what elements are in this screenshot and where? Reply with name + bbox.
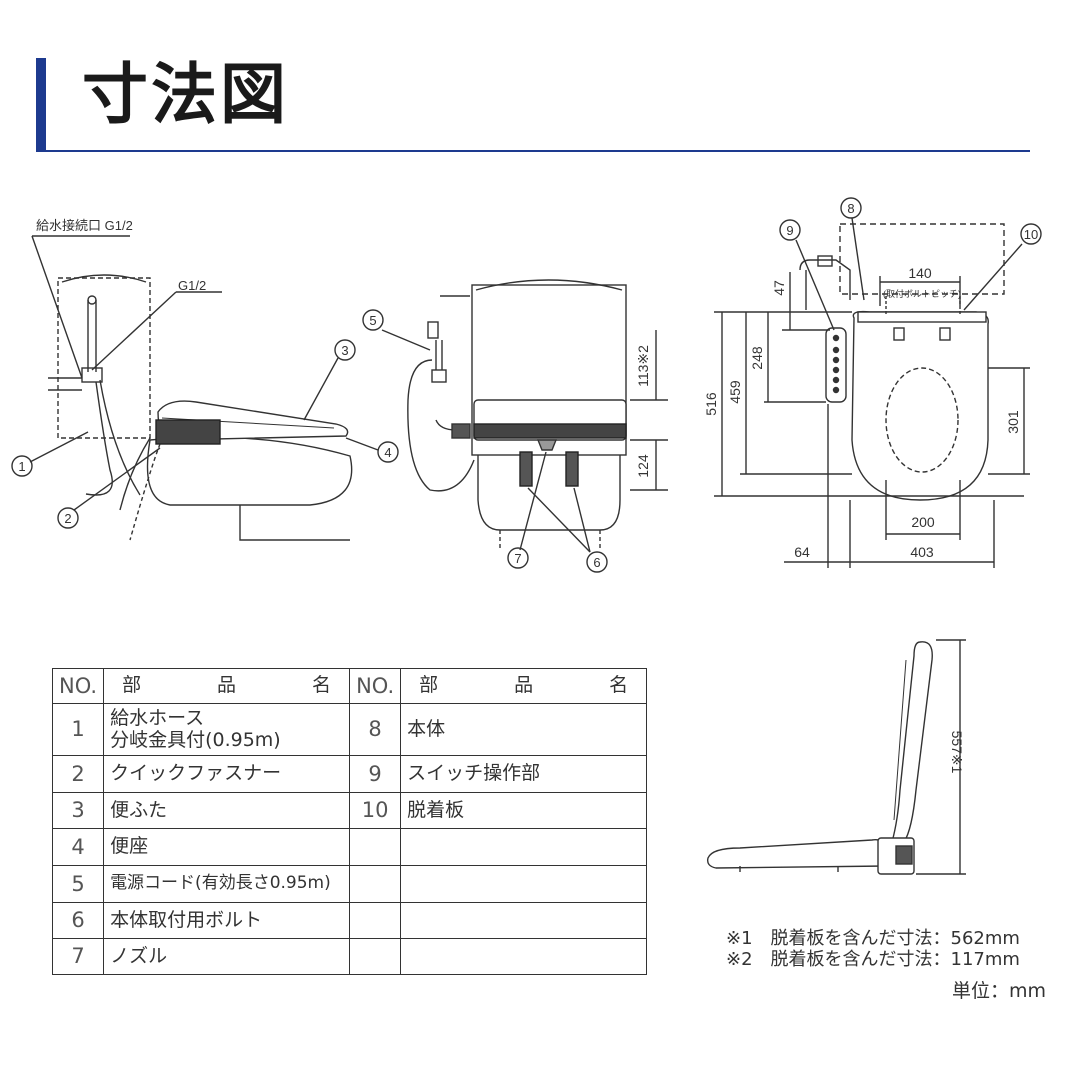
table-row: 2 クイックファスナー 9 スイッチ操作部 (51, 755, 648, 793)
callout-6: 6 (593, 555, 600, 570)
part-name: スイッチ操作部 (400, 755, 648, 793)
header-name-char: 品 (514, 674, 534, 697)
header-name: 部 品 名 (103, 668, 351, 704)
part-no: 6 (51, 902, 105, 939)
footnote-1: ※1 脱着板を含んだ寸法：562mm (726, 928, 1020, 949)
part-name-empty (400, 865, 648, 903)
footnote-2: ※2 脱着板を含んだ寸法：117mm (726, 949, 1020, 970)
dim-301: 301 (1005, 410, 1021, 434)
header-name-right: 部 品 名 (400, 668, 648, 704)
bolt-pitch-note: (取付ボルトピッチ) (883, 289, 961, 299)
dim-557: 557※1 (949, 731, 965, 774)
part-name: 電源コード(有効長さ0.95m) (103, 865, 351, 903)
side-view: 給水接続口 G1/2 G1/2 1 2 3 4 (11, 218, 399, 541)
part-name: 便座 (103, 828, 351, 866)
dim-140: 140 (908, 265, 932, 281)
part-name: クイックファスナー (103, 755, 351, 793)
part-name: 本体取付用ボルト (103, 902, 351, 939)
table-row: 5 電源コード(有効長さ0.95m) (51, 865, 648, 903)
part-no: 4 (51, 828, 105, 866)
header-name-char: 部 (122, 674, 142, 697)
part-name-line1: 給水ホース (110, 706, 205, 729)
part-no: 10 (349, 792, 402, 829)
part-no-empty (349, 938, 402, 975)
part-name-empty (400, 902, 648, 939)
title-accent-bar (36, 58, 46, 150)
dim-113: 113※2 (635, 345, 651, 387)
callout-5: 5 (369, 313, 376, 328)
table-header: NO. 部 品 名 NO. 部 品 名 (51, 668, 648, 704)
part-name: 本体 (400, 703, 648, 756)
lid-open-view: 557※1 (706, 639, 966, 875)
dim-516: 516 (703, 392, 719, 416)
water-inlet-label: 給水接続口 G1/2 (36, 218, 133, 233)
unit-label: 単位：mm (952, 980, 1047, 1002)
title-underline (36, 150, 1030, 152)
part-name: ノズル (103, 938, 351, 975)
dim-64: 64 (794, 544, 810, 560)
callout-1: 1 (18, 459, 25, 474)
part-name-empty (400, 938, 648, 975)
dim-124: 124 (635, 454, 651, 478)
part-no-empty (349, 902, 402, 939)
callout-7: 7 (514, 551, 521, 566)
part-no: 3 (51, 792, 105, 829)
dim-200: 200 (911, 514, 935, 530)
callout-3: 3 (341, 343, 348, 358)
dim-248: 248 (749, 346, 765, 370)
parts-table: NO. 部 品 名 NO. 部 品 名 1 給水ホース 分岐金具付(0.95m)… (51, 668, 648, 975)
top-view: 9 8 10 140 (取付ボルトピッチ) 47 248 459 516 301… (703, 197, 1042, 568)
dim-403: 403 (910, 544, 934, 560)
callout-8: 8 (847, 201, 854, 216)
branch-label: G1/2 (178, 278, 206, 293)
part-name: 脱着板 (400, 792, 648, 829)
footnotes: ※1 脱着板を含んだ寸法：562mm ※2 脱着板を含んだ寸法：117mm (726, 928, 1020, 970)
dim-459: 459 (727, 380, 743, 404)
table-row: 6 本体取付用ボルト (51, 902, 648, 939)
header-name-char: 名 (609, 674, 629, 697)
part-no-empty (349, 865, 402, 903)
part-name: 給水ホース 分岐金具付(0.95m) (103, 703, 351, 756)
table-row: 7 ノズル (51, 938, 648, 975)
callout-2: 2 (64, 511, 71, 526)
table-row: 3 便ふた 10 脱着板 (51, 792, 648, 829)
callout-9: 9 (786, 223, 793, 238)
table-row: 4 便座 (51, 828, 648, 866)
dim-47: 47 (771, 280, 787, 296)
part-no-empty (349, 828, 402, 866)
part-no: 7 (51, 938, 105, 975)
callout-4: 4 (384, 445, 391, 460)
rear-view: 5 7 6 113※2 124 (362, 279, 668, 573)
part-no: 5 (51, 865, 105, 903)
header-name-char: 名 (312, 674, 332, 697)
callout-10: 10 (1024, 227, 1038, 242)
part-name: 便ふた (103, 792, 351, 829)
table-row: 1 給水ホース 分岐金具付(0.95m) 8 本体 (51, 703, 648, 756)
part-no: 9 (349, 755, 402, 793)
part-name-empty (400, 828, 648, 866)
part-no: 1 (51, 703, 105, 756)
part-no: 2 (51, 755, 105, 793)
part-no: 8 (349, 703, 402, 756)
header-name-char: 部 (419, 674, 439, 697)
header-no: NO. (51, 668, 105, 704)
header-name-char: 品 (217, 674, 237, 697)
page-title: 寸法図 (82, 56, 289, 133)
header-no-right: NO. (349, 668, 402, 704)
part-name-line2: 分岐金具付(0.95m) (110, 728, 281, 751)
